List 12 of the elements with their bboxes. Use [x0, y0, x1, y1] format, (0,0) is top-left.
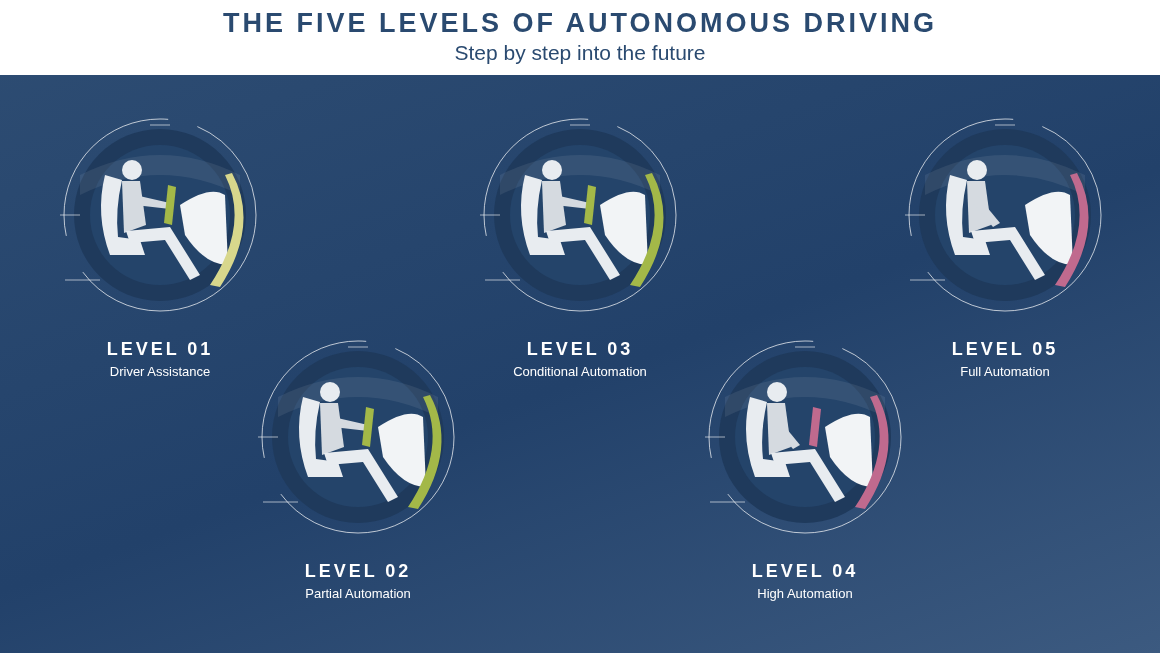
level-description: High Automation — [757, 585, 853, 603]
level-heading: LEVEL 03 — [526, 338, 634, 361]
level-heading: LEVEL 05 — [951, 338, 1059, 361]
level-description: Conditional Automation — [513, 363, 647, 381]
level-heading: LEVEL 04 — [751, 560, 859, 583]
level-description: Driver Assistance — [109, 363, 211, 381]
level-heading: LEVEL 01 — [106, 338, 214, 361]
level-description: Full Automation — [960, 363, 1050, 381]
level-heading: LEVEL 02 — [304, 560, 412, 583]
title: THE FIVE LEVELS OF AUTONOMOUS DRIVING — [222, 7, 937, 40]
level-description: Partial Automation — [305, 585, 411, 603]
subtitle: Step by step into the future — [454, 40, 706, 66]
